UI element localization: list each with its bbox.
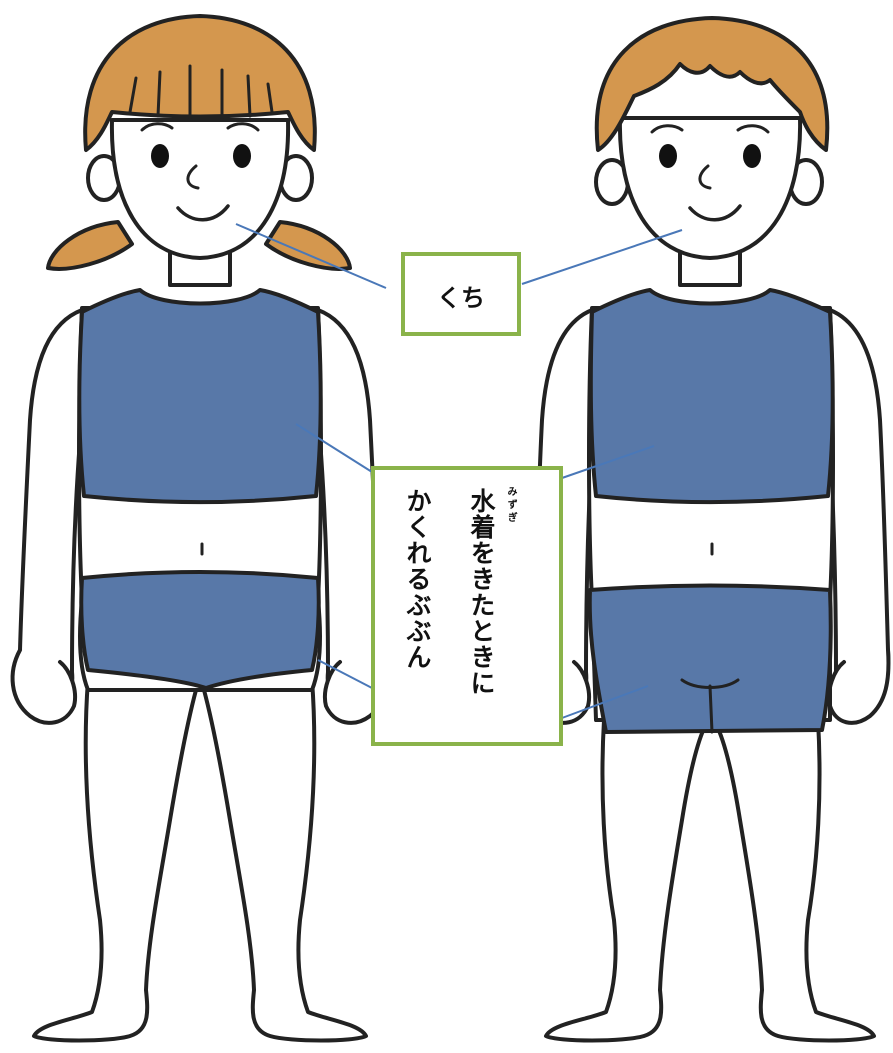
girl-leg-right (204, 680, 366, 1041)
girl-eye-left (151, 144, 169, 168)
girl-swim-top (79, 290, 321, 502)
boy-eye-left (659, 144, 677, 168)
leader-line-boy-mouth (522, 230, 682, 284)
boy-leg-left (546, 720, 706, 1041)
girl-pigtail-left (48, 222, 132, 269)
boy-eye-right (743, 144, 761, 168)
girl-eye-right (233, 144, 251, 168)
girl-arm-left (20, 310, 82, 706)
girl-swim-bottom (81, 572, 319, 688)
label-private-parts-ruby: みずぎ (503, 486, 518, 525)
boy-arm-right (830, 310, 888, 706)
label-mouth-box: くち (401, 252, 521, 336)
label-private-parts-box: みずぎ 水着をきたときに かくれるぶぶん (371, 466, 563, 746)
girl-figure (13, 16, 388, 1041)
label-mouth-text: くち (405, 278, 517, 313)
boy-figure (527, 18, 889, 1041)
girl-pigtail-right (266, 222, 350, 269)
label-private-parts-line1: 水着をきたときに (463, 488, 499, 696)
boy-swim-top (591, 290, 833, 502)
girl-face (112, 120, 288, 258)
girl-leg-left (34, 680, 196, 1041)
boy-leg-right (716, 720, 874, 1041)
boy-shorts-split (710, 686, 712, 732)
label-private-parts-line2: かくれるぶぶん (399, 488, 435, 670)
